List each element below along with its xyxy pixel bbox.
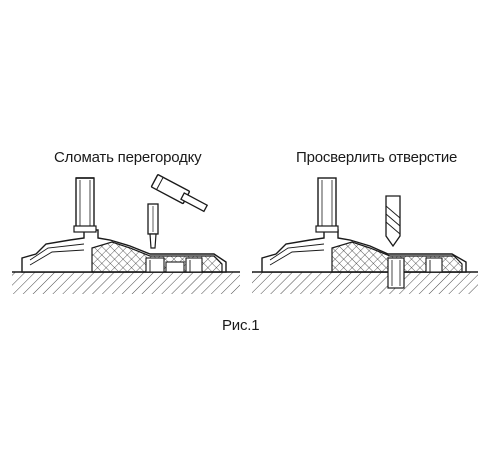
ground-left [12, 272, 240, 294]
drill-bit-icon [385, 195, 401, 248]
ground-right [252, 272, 478, 294]
drilled-hole [387, 257, 405, 289]
hammer-icon [150, 174, 209, 213]
left-panel [12, 174, 240, 294]
punch-icon [147, 203, 159, 249]
caption-break-partition: Сломать перегородку [54, 149, 202, 166]
gear-shaft-icon [73, 177, 97, 233]
gear-shaft-icon [315, 177, 339, 233]
right-panel [252, 177, 478, 294]
caption-drill-hole: Просверлить отверстие [296, 149, 458, 166]
figure-label: Рис.1 [222, 317, 260, 334]
